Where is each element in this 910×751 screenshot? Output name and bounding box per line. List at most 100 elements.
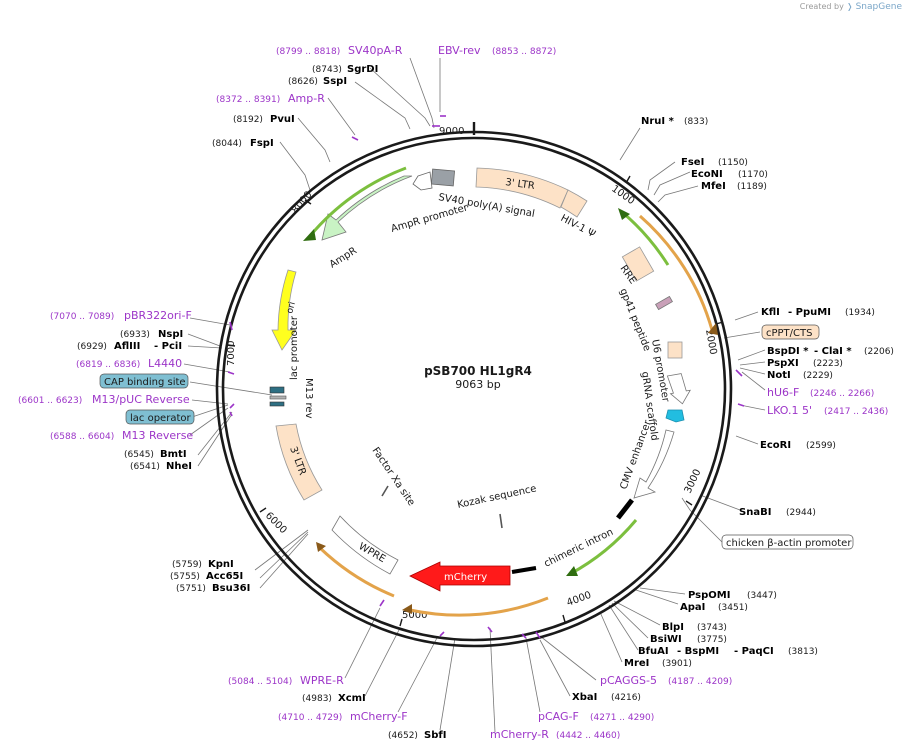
tick-5000 (399, 618, 403, 627)
chimeric-label: chimeric intron (542, 527, 615, 570)
annotation: KflI (761, 307, 780, 318)
primer-marker (229, 321, 233, 331)
annotation: Bsu36I (212, 583, 250, 594)
lacop-boxed-label: lac operator (130, 413, 191, 424)
leader-line (539, 639, 571, 697)
leader-line (611, 602, 649, 639)
ampr-green-arrow-head (303, 229, 316, 241)
leader-line (599, 611, 623, 663)
tick-3000 (685, 500, 693, 506)
factorxa-label: Factor Xa site (370, 446, 417, 509)
lac-promoter-feature (269, 386, 285, 394)
leader-line (364, 627, 401, 697)
annotation: (8626) (288, 77, 318, 87)
leader-line (409, 57, 435, 129)
leader-line (439, 637, 456, 731)
cmv-enhancer-feature (633, 429, 675, 499)
kozak-black-bar (511, 566, 537, 574)
annotation: (6933) (120, 330, 150, 340)
annotation: - PaqCI (734, 646, 774, 657)
annotation: (4187 .. 4209) (668, 677, 732, 687)
primer-marker (351, 136, 359, 141)
leader-line (189, 381, 273, 396)
annotation: (7070 .. 7089) (50, 312, 114, 322)
annotation: (4216) (611, 693, 641, 703)
leader-line (187, 345, 223, 349)
annotation: (1189) (737, 182, 767, 192)
annotation: M13 Reverse (122, 429, 193, 442)
ltr-feature-bottom (275, 423, 323, 501)
rre-green-arrow-head (618, 208, 630, 220)
hiv-label: HIV-1 Ψ (559, 213, 598, 240)
grna-scaffold-feature (665, 409, 685, 423)
annotation: (2223) (813, 359, 843, 369)
leader-line (279, 141, 311, 191)
annotation: M13/pUC Reverse (92, 393, 190, 406)
tick-label-5000: 5000 (402, 610, 427, 621)
kozak-feature (499, 513, 503, 529)
annotation: Acc65I (206, 571, 243, 582)
annotation: PvuI (270, 114, 295, 125)
snapgene-logo-icon: ❭ (846, 2, 854, 11)
tick-label-2000: 2000 (703, 329, 718, 356)
annotation-labels: (8799 .. 8818) SV40pA-R EBV-rev (8853 ..… (18, 44, 894, 741)
cppt-feature (667, 341, 683, 359)
ampr-promoter-label: AmpR promoter (390, 202, 470, 235)
annotation: EcoNI (691, 169, 723, 180)
annotation: MreI (624, 658, 649, 669)
chicken-boxed-label: chicken β-actin promoter (726, 538, 852, 549)
ltr-feature-top (475, 167, 569, 209)
leader-line (741, 371, 766, 391)
m13-feature (269, 395, 287, 400)
leader-line (735, 435, 759, 445)
leader-line (369, 67, 431, 127)
ori-label: ori (285, 301, 298, 315)
cap-box (99, 373, 189, 389)
gp41-label: gp41 peptide (617, 287, 652, 353)
annotation: BfuAI (638, 646, 669, 657)
lacop-box (125, 409, 195, 425)
annotation: L4440 (148, 357, 182, 370)
plasmid-length: 9063 bp (455, 378, 500, 391)
snapgene-credit: Created by ❭ SnapGene (800, 2, 902, 12)
gp41-feature (655, 295, 673, 311)
annotation: (8799 .. 8818) (276, 47, 340, 57)
annotation: NotI (767, 370, 791, 381)
sv40-polya-feature (430, 168, 456, 187)
annotation: PspXI (767, 358, 799, 369)
m13-label: M13 rev (303, 378, 314, 419)
annotation: (8743) (312, 65, 342, 75)
leader-line (739, 367, 766, 375)
orange-arrow-left-head (316, 542, 326, 552)
tick-label-4000: 4000 (565, 590, 593, 609)
annotation: - PciI (154, 341, 182, 352)
annotation: (8044) (212, 139, 242, 149)
annotation: (5755) (170, 572, 200, 582)
chicken-box (721, 534, 854, 550)
leader-line (191, 399, 229, 405)
annotation: (2246 .. 2266) (810, 389, 874, 399)
annotation: SspI (323, 76, 347, 87)
lacop-feature (269, 401, 285, 407)
annotation: (1934) (845, 308, 875, 318)
annotation: LKO.1 5' (767, 404, 812, 417)
annotation: SbfI (424, 730, 446, 741)
annotation: (6819 .. 6836) (76, 360, 140, 370)
annotation: XbaI (572, 692, 597, 703)
chimeric-green-arrow-head (566, 566, 578, 576)
annotation: (3447) (747, 591, 777, 601)
orange-arrow-bottom (409, 596, 549, 617)
annotation: (1170) (738, 170, 768, 180)
primer-marker (379, 599, 385, 607)
leader-lines (183, 57, 766, 733)
leader-line (327, 97, 356, 136)
annotation: PspOMI (688, 590, 730, 601)
annotation: AflIII (114, 341, 140, 352)
annotation: (5751) (176, 584, 206, 594)
features (227, 115, 745, 639)
leader-line (397, 635, 439, 713)
mcherry-feature (409, 561, 511, 592)
wpre-feature (331, 515, 399, 575)
annotation: (5759) (172, 560, 202, 570)
tick-2000 (715, 321, 724, 325)
